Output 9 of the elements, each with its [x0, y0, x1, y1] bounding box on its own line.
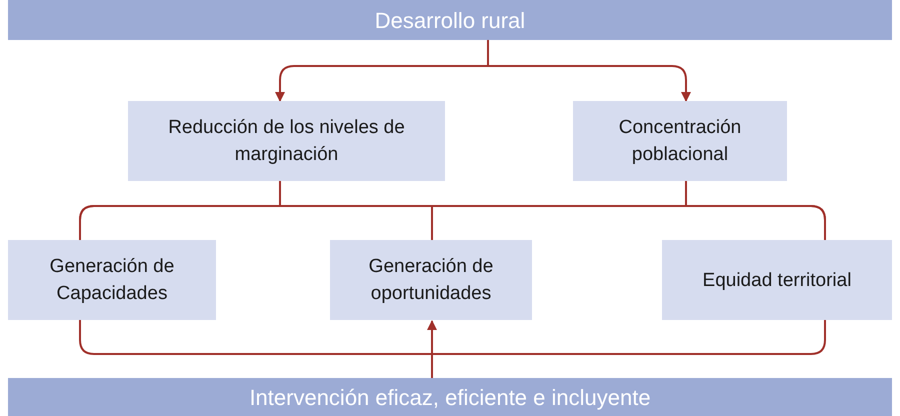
concept-box: Generación de Capacidades: [8, 240, 216, 320]
concept-box: Generación de oportunidades: [330, 240, 532, 320]
concept-box: Equidad territorial: [662, 240, 892, 320]
concept-box: Reducción de los niveles de marginación: [128, 101, 445, 181]
title-band: Intervención eficaz, eficiente e incluyente: [8, 378, 892, 416]
concept-box: Concentración poblacional: [573, 101, 787, 181]
connector-arrow: [427, 320, 437, 378]
title-band: Desarrollo rural: [8, 0, 892, 40]
connector-arrow: [487, 40, 691, 102]
